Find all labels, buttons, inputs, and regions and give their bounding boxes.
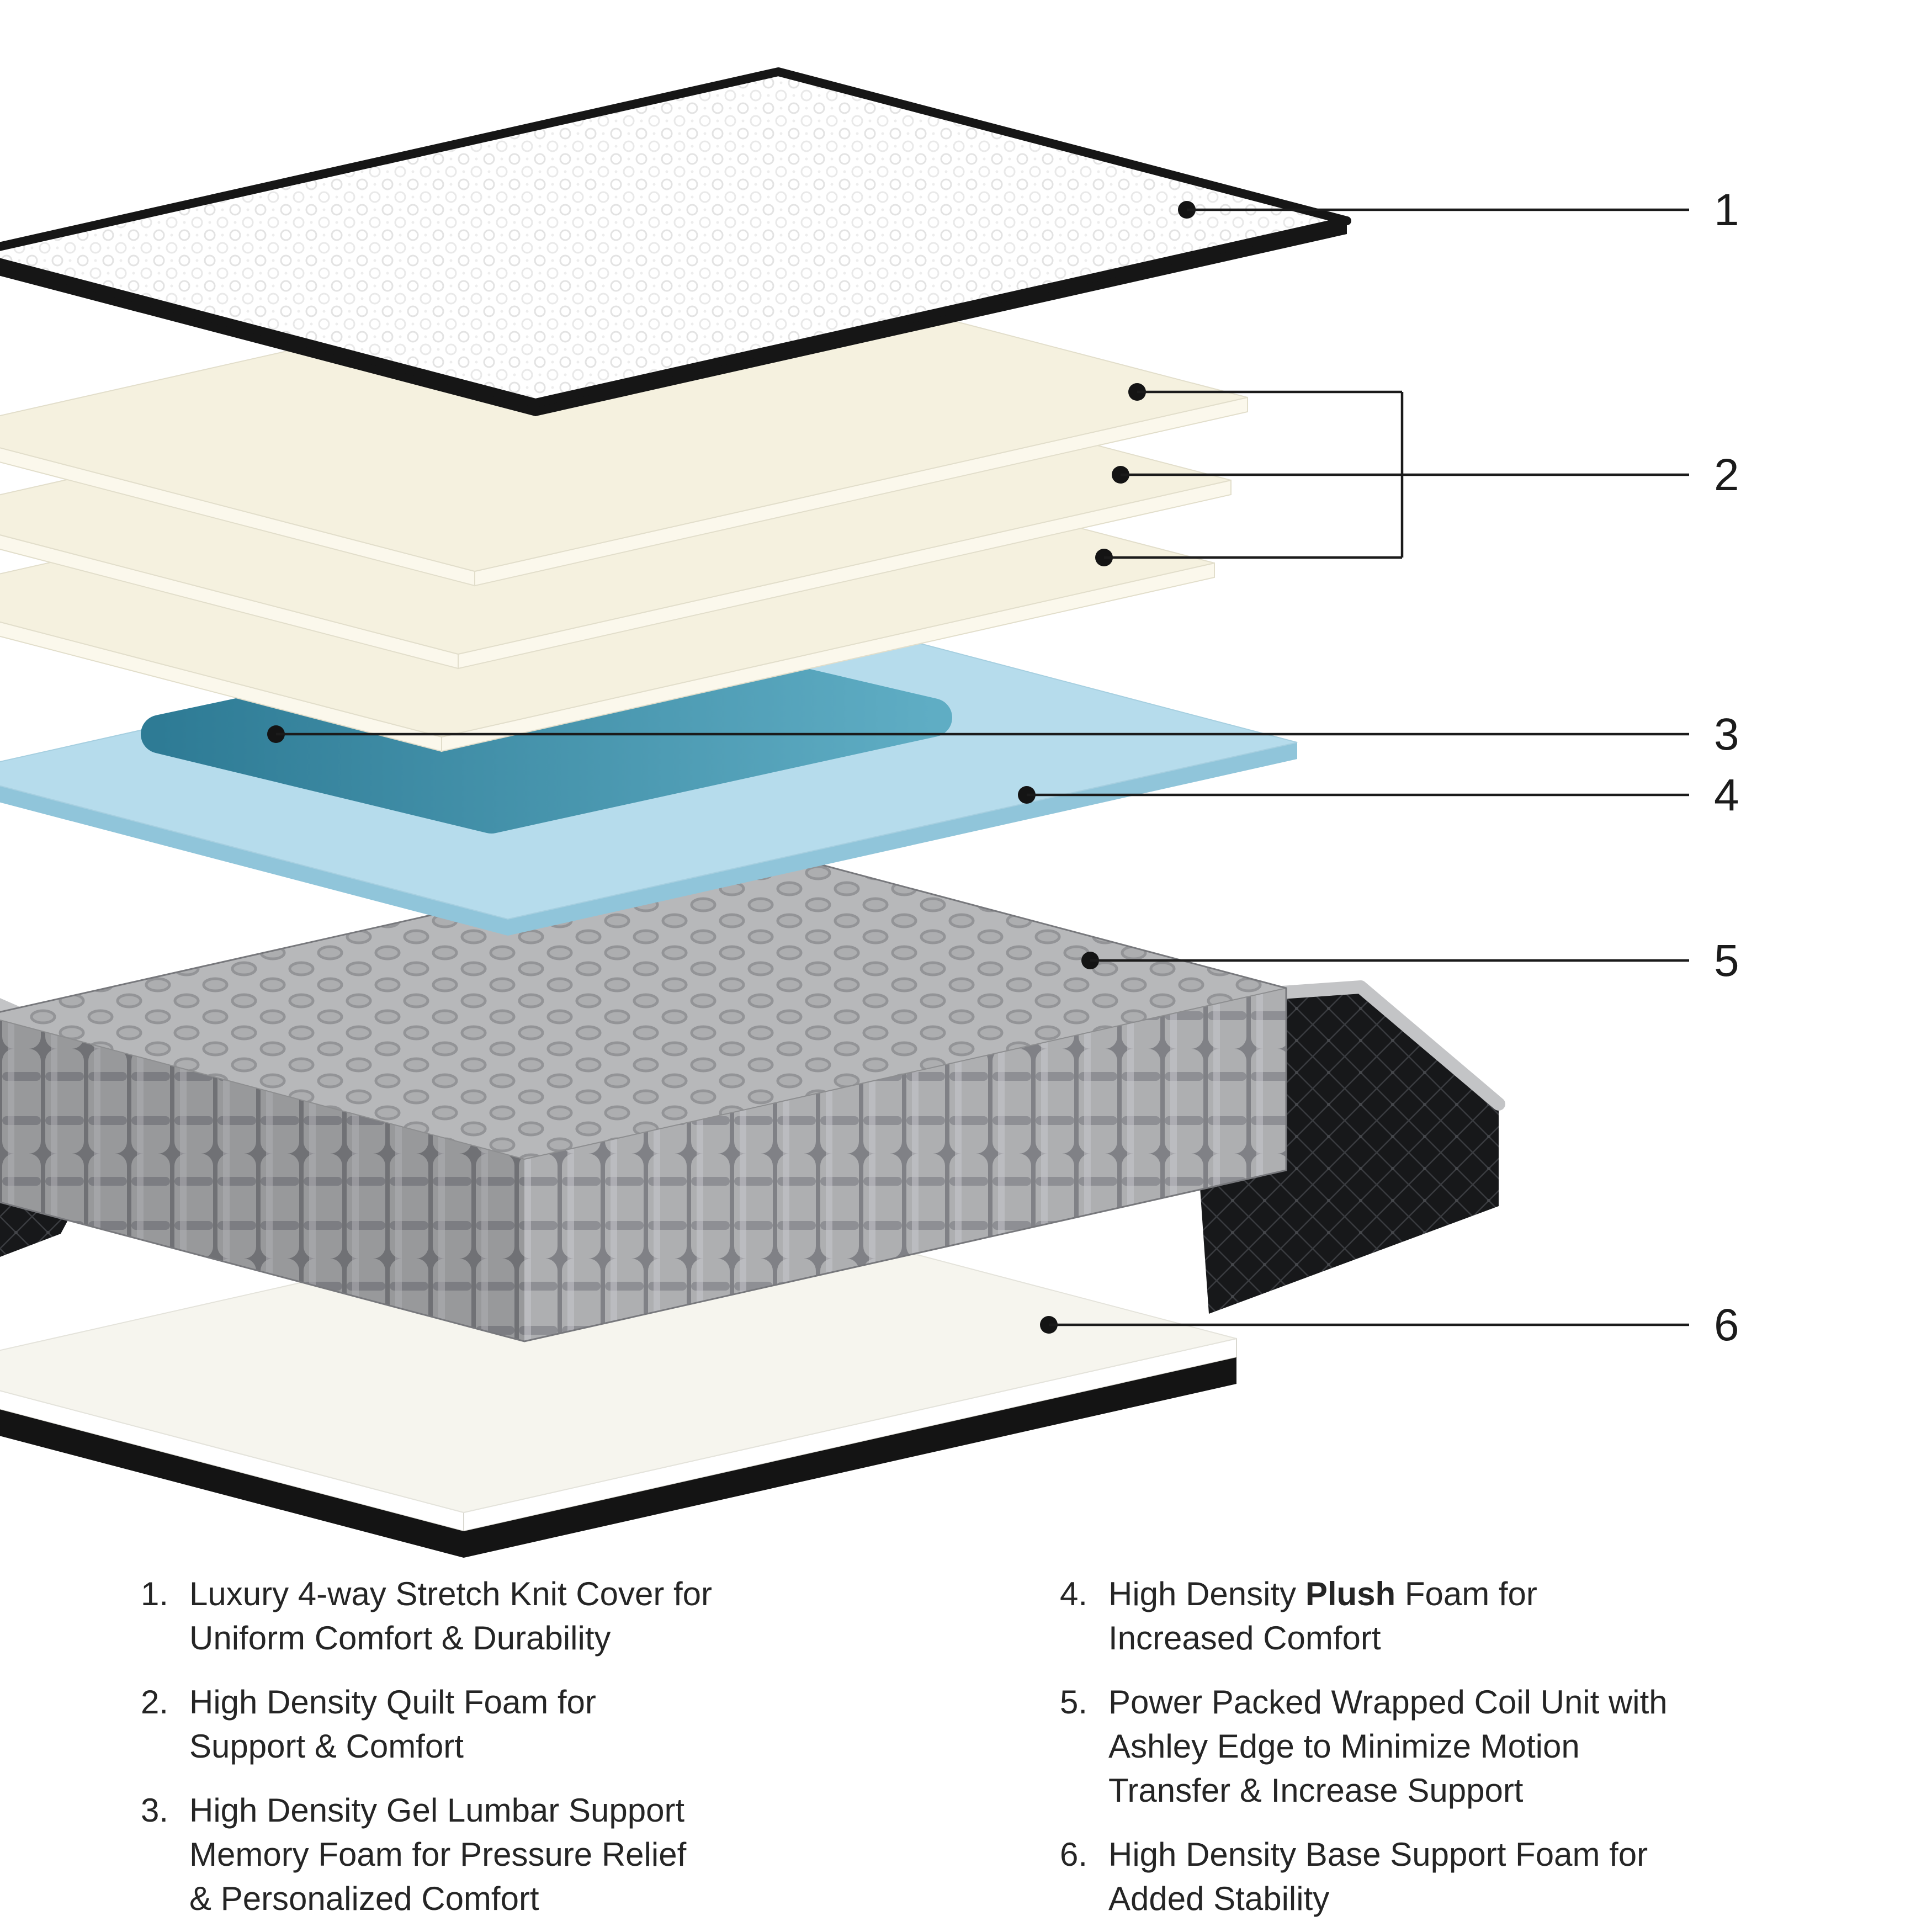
callout-2: 2	[1095, 383, 1739, 566]
legend-item-6-text: High Density Base Support Foam for Added…	[1108, 1836, 1648, 1917]
legend-item-4-text: High Density Plush Foam for Increased Co…	[1108, 1575, 1537, 1657]
callout-3: 3	[267, 709, 1739, 760]
legend-right-column: 4. High Density Plush Foam for Increased…	[1060, 1572, 1932, 1932]
legend-item-5-text: Power Packed Wrapped Coil Unit with Ashl…	[1108, 1684, 1668, 1809]
exploded-mattress-graphic: 1 2 3 4	[0, 67, 1739, 1558]
legend-item-3-text: High Density Gel Lumbar Support Memory F…	[189, 1792, 687, 1917]
callout-3-label: 3	[1714, 709, 1739, 760]
callout-4-label: 4	[1714, 770, 1739, 820]
callout-5: 5	[1081, 936, 1739, 986]
legend-item-4: 4. High Density Plush Foam for Increased…	[1060, 1572, 1932, 1660]
legend-item-1-text: Luxury 4-way Stretch Knit Cover for Unif…	[189, 1575, 713, 1657]
legend-left-column: 1. Luxury 4-way Stretch Knit Cover for U…	[141, 1572, 1013, 1932]
callout-1: 1	[1178, 185, 1739, 235]
legend-item-2: 2. High Density Quilt Foam for Support &…	[141, 1680, 1013, 1769]
wrapped-coil-unit-graphic	[0, 843, 1287, 1342]
quilt-foam-layer-1-graphic	[0, 256, 1248, 587]
legend-item-3: 3. High Density Gel Lumbar Support Memor…	[141, 1788, 1013, 1921]
legend-item-6: 6. High Density Base Support Foam for Ad…	[1060, 1833, 1932, 1921]
stretch-knit-cover-graphic	[0, 67, 1351, 416]
legend-item-3-number: 3.	[141, 1792, 169, 1829]
legend-item-5: 5. Power Packed Wrapped Coil Unit with A…	[1060, 1680, 1932, 1813]
callout-1-label: 1	[1714, 185, 1739, 235]
callout-2-label: 2	[1714, 450, 1739, 500]
legend-item-2-text: High Density Quilt Foam for Support & Co…	[189, 1684, 596, 1765]
legend-item-1-number: 1.	[141, 1575, 169, 1612]
legend-item-6-number: 6.	[1060, 1836, 1088, 1873]
legend-item-2-number: 2.	[141, 1684, 169, 1721]
legend-item-1: 1. Luxury 4-way Stretch Knit Cover for U…	[141, 1572, 1013, 1660]
legend-item-4-number: 4.	[1060, 1575, 1088, 1612]
callout-6: 6	[1040, 1300, 1739, 1350]
callout-4: 4	[1018, 770, 1739, 820]
callout-6-label: 6	[1714, 1300, 1739, 1350]
callouts: 1 2 3 4	[267, 185, 1739, 1350]
callout-5-label: 5	[1714, 936, 1739, 986]
legend-item-5-number: 5.	[1060, 1684, 1088, 1721]
